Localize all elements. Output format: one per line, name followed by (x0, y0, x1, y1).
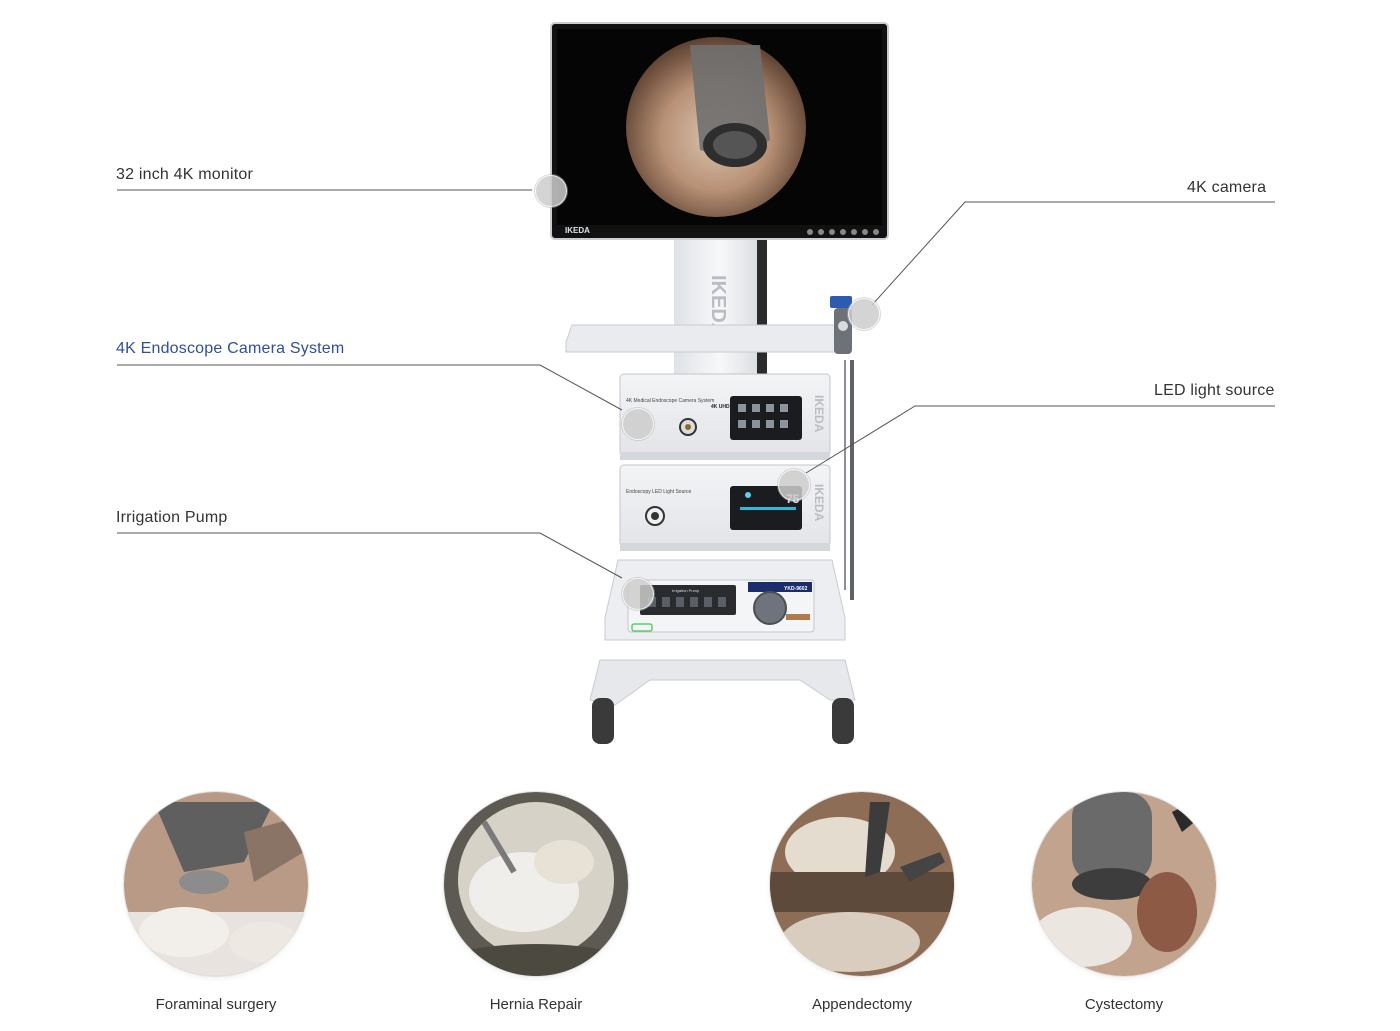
hotspot-monitor[interactable] (535, 175, 567, 207)
case-cystectomy[interactable]: Cystectomy (1032, 792, 1216, 1013)
pump-roller-head (753, 591, 787, 625)
callout-pump-label: Irrigation Pump (116, 509, 228, 526)
hotspot-camera-system[interactable] (622, 408, 654, 440)
case-label: Foraminal surgery (155, 996, 277, 1013)
case-image (770, 792, 954, 976)
callout-camera-label: 4K camera (1187, 179, 1267, 196)
endoscopy-cart-illustration: IKEDA IKEDA 4K Medical Endoscope Camera … (117, 22, 1275, 744)
pump-model: YKD-9602 (784, 586, 808, 592)
pump-name: Irrigation Pump (672, 588, 700, 593)
cart-base-legs (589, 659, 856, 706)
case-label: Cystectomy (1084, 996, 1164, 1013)
camera-unit-touchscreen (730, 396, 802, 440)
case-image (124, 792, 308, 976)
callout-leader-lines (117, 189, 1275, 579)
camera-unit-badge: 4K UHD (711, 404, 730, 410)
svg-text:IKEDA: IKEDA (812, 395, 826, 433)
hotspot-camera[interactable] (848, 298, 880, 330)
hotspot-light-source[interactable] (778, 469, 810, 501)
svg-text:IKEDA: IKEDA (812, 484, 826, 522)
wheel (592, 698, 614, 744)
pump-control-panel (640, 585, 736, 615)
camera-head-top (830, 296, 852, 308)
callout-camera-system-label: 4K Endoscope Camera System (116, 340, 345, 357)
callout-light-source-label: LED light source (1154, 382, 1275, 399)
case-foraminal-surgery[interactable]: Foraminal surgery (124, 792, 308, 1013)
callout-monitor-label: 32 inch 4K monitor (116, 166, 254, 183)
case-hernia-repair[interactable]: Hernia Repair (444, 792, 628, 1013)
wheel (832, 698, 854, 744)
monitor-brand: IKEDA (565, 226, 590, 235)
pole-brand-text: IKEDA (707, 275, 729, 337)
cart-tray (565, 324, 847, 353)
case-appendectomy[interactable]: Appendectomy (770, 792, 954, 1013)
hotspot-pump[interactable] (622, 578, 654, 610)
pump-model-plate (748, 582, 812, 592)
case-image (444, 792, 628, 976)
light-unit-name: Endoscopy LED Light Source (626, 489, 692, 495)
case-image (1032, 792, 1216, 976)
case-label: Hernia Repair (489, 996, 583, 1013)
case-label: Appendectomy (811, 996, 913, 1013)
camera-unit-name: 4K Medical Endoscope Camera System (626, 398, 714, 404)
